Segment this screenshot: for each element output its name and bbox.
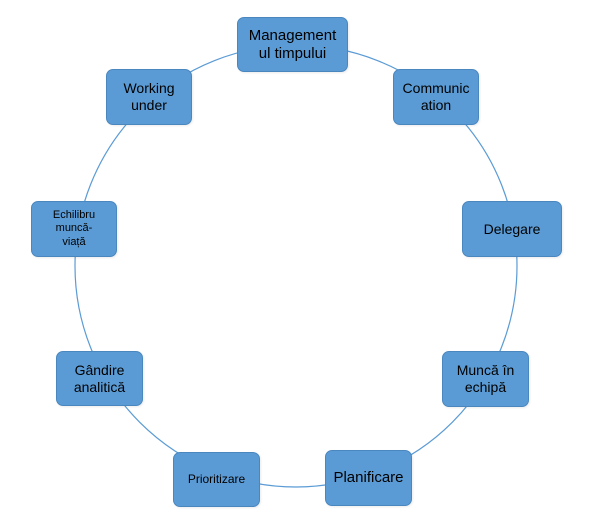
node-munca-in-echipa: Muncă în echipă <box>442 351 529 407</box>
node-label: Working under <box>123 80 175 113</box>
node-gandire-analitica: Gândire analitică <box>56 351 143 406</box>
node-label: Prioritizare <box>187 472 246 487</box>
node-label: Delegare <box>483 220 541 237</box>
node-echilibru-munca-viata: Echilibru muncă- viață <box>31 201 117 257</box>
node-communication: Communic ation <box>393 69 479 125</box>
node-label: Echilibru muncă- viață <box>52 209 96 248</box>
node-label: Management ul timpului <box>248 26 337 62</box>
node-label: Gândire analitică <box>73 361 126 395</box>
node-prioritizare: Prioritizare <box>173 452 260 507</box>
node-label: Planificare <box>333 469 404 486</box>
node-management-ul-timpului: Management ul timpului <box>237 17 348 72</box>
node-planificare: Planificare <box>325 450 412 506</box>
node-label: Muncă în echipă <box>456 362 515 395</box>
node-working-under: Working under <box>106 69 192 125</box>
node-delegare: Delegare <box>462 201 562 257</box>
node-label: Communic ation <box>402 80 470 113</box>
